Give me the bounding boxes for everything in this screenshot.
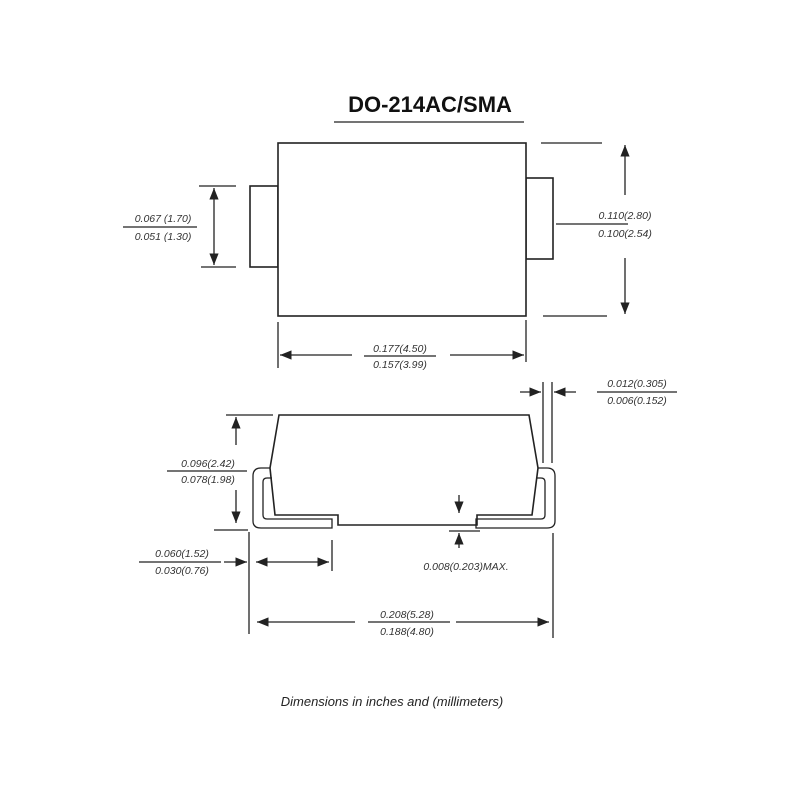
standoff-max: 0.008(0.203)MAX. bbox=[423, 561, 508, 573]
height-max: 0.096(2.42) bbox=[181, 458, 235, 470]
overall-length-min: 0.188(4.80) bbox=[380, 626, 434, 638]
lead-thickness-max: 0.012(0.305) bbox=[607, 378, 667, 390]
left-lead bbox=[252, 467, 333, 529]
body-width-max: 0.110(2.80) bbox=[599, 210, 652, 222]
right-terminal bbox=[525, 177, 554, 260]
overall-length-max: 0.208(5.28) bbox=[380, 609, 434, 621]
lead-thickness-min: 0.006(0.152) bbox=[607, 395, 667, 407]
top-view: 0.067 (1.70) 0.051 (1.30) 0.110(2.80) 0.… bbox=[123, 142, 652, 371]
lead-length-min: 0.030(0.76) bbox=[155, 565, 209, 577]
package-body bbox=[277, 142, 527, 317]
terminal-height-max: 0.067 (1.70) bbox=[135, 213, 192, 225]
body-width-min: 0.100(2.54) bbox=[598, 228, 652, 240]
side-view: 0.012(0.305) 0.006(0.152) 0.096(2.42) 0.… bbox=[139, 378, 677, 638]
left-terminal bbox=[249, 185, 279, 268]
side-body bbox=[269, 414, 539, 526]
package-title: DO-214AC/SMA bbox=[348, 92, 512, 117]
height-min: 0.078(1.98) bbox=[181, 474, 235, 486]
body-length-max: 0.177(4.50) bbox=[373, 343, 427, 355]
units-caption: Dimensions in inches and (millimeters) bbox=[281, 694, 504, 709]
lead-length-max: 0.060(1.52) bbox=[155, 548, 209, 560]
terminal-height-min: 0.051 (1.30) bbox=[135, 231, 192, 243]
right-lead bbox=[475, 467, 556, 529]
body-length-min: 0.157(3.99) bbox=[373, 359, 427, 371]
